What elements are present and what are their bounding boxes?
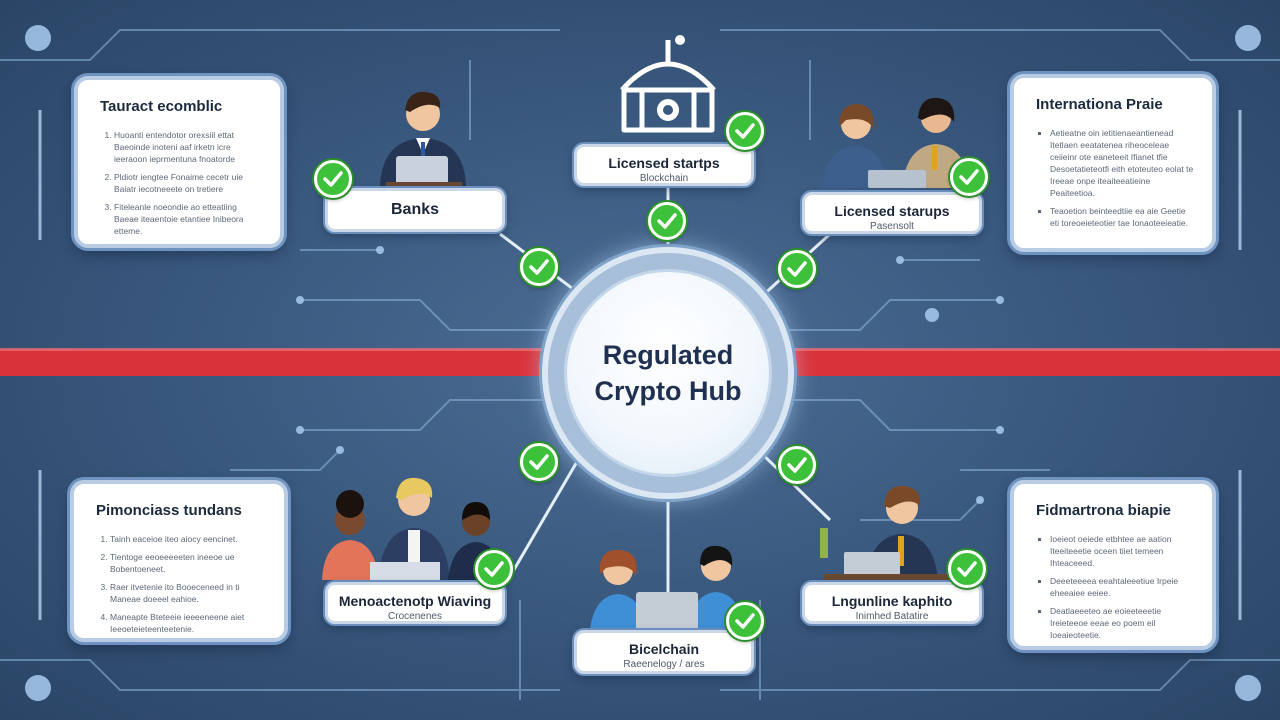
node-label: Banks bbox=[390, 201, 440, 218]
check-icon bbox=[726, 602, 764, 640]
government-building-icon bbox=[620, 35, 716, 133]
node-label: Licensed startps bbox=[608, 155, 720, 171]
list-item: Pldiotr iengtee Fonaime cecetr uie Baiat… bbox=[114, 171, 262, 195]
check-icon bbox=[726, 112, 764, 150]
node-sublabel: Blockchain bbox=[639, 173, 689, 184]
card-title: Tauract ecomblic bbox=[100, 98, 223, 115]
card-top-right: Internationa Praie Aetieatne oin ietitie… bbox=[1010, 74, 1216, 252]
node-sublabel: Inimhed Batatire bbox=[855, 611, 929, 622]
check-icon bbox=[648, 202, 686, 240]
people-icon bbox=[380, 91, 466, 188]
node-bottom-left[interactable]: Menoactenotp Wiaving Crocenenes bbox=[325, 582, 505, 624]
node-banks[interactable]: Banks bbox=[325, 188, 505, 232]
hub-face: Regulated Crypto Hub bbox=[564, 269, 772, 477]
list-item: Deatlaeeeteo ae eoieeteeetie Ireieteeoe … bbox=[1050, 605, 1194, 641]
card-top-left: Tauract ecomblic Huoanti entendotor orex… bbox=[74, 76, 284, 248]
list-item: Aetieatne oin ietitienaeantienead Itetla… bbox=[1050, 127, 1194, 199]
hub-title-line-2: Crypto Hub bbox=[594, 376, 742, 406]
card-title: Internationa Praie bbox=[1036, 96, 1163, 113]
list-item: Huoanti entendotor orexsiil ettat Baeoin… bbox=[114, 129, 262, 165]
card-bottom-right: Fidmartrona biapie Ioeieot oeiede etbhte… bbox=[1010, 480, 1216, 650]
central-hub[interactable]: Regulated Crypto Hub bbox=[548, 253, 788, 493]
node-sublabel: Crocenenes bbox=[388, 611, 442, 622]
check-icon bbox=[778, 250, 816, 288]
node-sublabel: Pasensolt bbox=[870, 221, 914, 232]
card-list: Tainh eaceioe iteo aiocy eencinet. Tient… bbox=[96, 533, 266, 635]
node-label: Lngunline kaphito bbox=[831, 593, 953, 609]
card-bottom-left: Pimonciass tundans Tainh eaceioe iteo ai… bbox=[70, 480, 288, 642]
list-item: Maneapte Bteteeie ieeeeneene aiet Ieeoet… bbox=[110, 611, 266, 635]
node-label: Licensed starups bbox=[834, 203, 950, 219]
check-icon bbox=[314, 160, 352, 198]
list-item: Ioeieot oeiede etbhtee ae aation Iteeite… bbox=[1050, 533, 1194, 569]
hub-title-line-1: Regulated bbox=[602, 340, 734, 370]
card-list: Huoanti entendotor orexsiil ettat Baeoin… bbox=[100, 129, 262, 237]
check-icon bbox=[520, 248, 558, 286]
card-list: Aetieatne oin ietitienaeantienead Itetla… bbox=[1036, 127, 1194, 229]
node-sublabel: Raeenelogy / ares bbox=[623, 659, 705, 670]
node-licensed-startups-top[interactable]: Licensed startps Blockchain bbox=[574, 144, 754, 186]
list-item: Deeeteeeea eeahtaleeetiue Irpeie eheeaie… bbox=[1050, 575, 1194, 599]
list-item: Fiteleanle noeondie ao etteatiing Baeae … bbox=[114, 201, 262, 237]
check-icon bbox=[520, 443, 558, 481]
list-item: Tientoge eeoeeeeeten ineeoe ue Bobentoen… bbox=[110, 551, 266, 575]
card-title: Fidmartrona biapie bbox=[1036, 502, 1172, 519]
node-label: Bicelchain bbox=[628, 641, 700, 657]
check-icon bbox=[950, 158, 988, 196]
card-title: Pimonciass tundans bbox=[96, 502, 242, 519]
node-bottom-right[interactable]: Lngunline kaphito Inimhed Batatire bbox=[802, 582, 982, 624]
people-icon bbox=[820, 485, 954, 580]
list-item: Tainh eaceioe iteo aiocy eencinet. bbox=[110, 533, 266, 545]
check-icon bbox=[475, 550, 513, 588]
node-label: Menoactenotp Wiaving bbox=[338, 593, 492, 609]
list-item: Raer itvetenie ito Booeceneed in ti Mane… bbox=[110, 581, 266, 605]
check-icon bbox=[778, 446, 816, 484]
node-licensed-startups-right[interactable]: Licensed starups Pasensolt bbox=[802, 192, 982, 234]
list-item: Teaoetion beinteedtiie ea aie Geetie eti… bbox=[1050, 205, 1194, 229]
node-blockchain-bottom[interactable]: Bicelchain Raeenelogy / ares bbox=[574, 630, 754, 674]
card-list: Ioeieot oeiede etbhtee ae aation Iteeite… bbox=[1036, 533, 1194, 641]
check-icon bbox=[948, 550, 986, 588]
